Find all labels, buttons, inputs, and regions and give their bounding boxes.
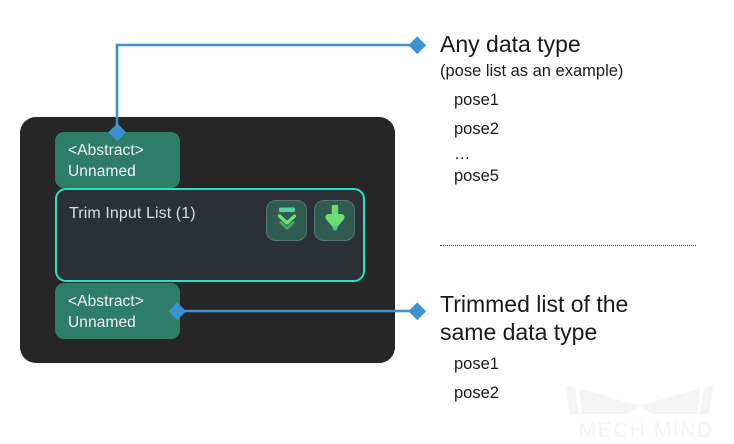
- top-annotation: Any data type (pose list as an example) …: [440, 30, 623, 188]
- arrow-down-exclamation-icon: [324, 203, 346, 236]
- output-port-type-label: <Abstract>: [68, 293, 144, 310]
- bar-double-chevron-down-icon: [275, 205, 299, 236]
- top-annotation-title: Any data type: [440, 31, 581, 57]
- top-annotation-list: pose1 pose2 … pose5: [454, 86, 623, 188]
- top-annotation-subtitle: (pose list as an example): [440, 62, 624, 80]
- list-item: …: [454, 145, 471, 163]
- panel-title: Trim Input List (1): [69, 205, 196, 222]
- collapse-list-button[interactable]: [266, 200, 307, 241]
- graph-node-card[interactable]: <Abstract> Unnamed Trim Input List (1): [20, 117, 395, 363]
- input-port-type-label: <Abstract>: [68, 142, 144, 159]
- output-port-name-label: Unnamed: [68, 313, 136, 331]
- top-annotation-diamond: [408, 36, 427, 55]
- bottom-annotation-title-line1: Trimmed list of the: [440, 291, 629, 317]
- node-output-port[interactable]: <Abstract> Unnamed: [55, 283, 180, 339]
- bottom-annotation-title-line2: same data type: [440, 319, 598, 345]
- trim-input-list-panel[interactable]: Trim Input List (1): [55, 188, 365, 282]
- bottom-annotation-list: pose1 pose2: [454, 350, 628, 408]
- watermark-text: MECH MIND: [579, 419, 714, 442]
- bottom-annotation: Trimmed list of the same data type pose1…: [440, 290, 628, 408]
- list-item: pose5: [454, 167, 499, 185]
- node-input-port[interactable]: <Abstract> Unnamed: [55, 132, 180, 188]
- list-item: pose1: [454, 91, 499, 109]
- trim-output-button[interactable]: [314, 200, 355, 241]
- list-item: pose1: [454, 355, 499, 373]
- bottom-annotation-diamond: [408, 302, 427, 321]
- list-item: pose2: [454, 384, 499, 402]
- section-divider: [440, 245, 696, 246]
- list-item: pose2: [454, 120, 499, 138]
- input-port-name-label: Unnamed: [68, 162, 136, 180]
